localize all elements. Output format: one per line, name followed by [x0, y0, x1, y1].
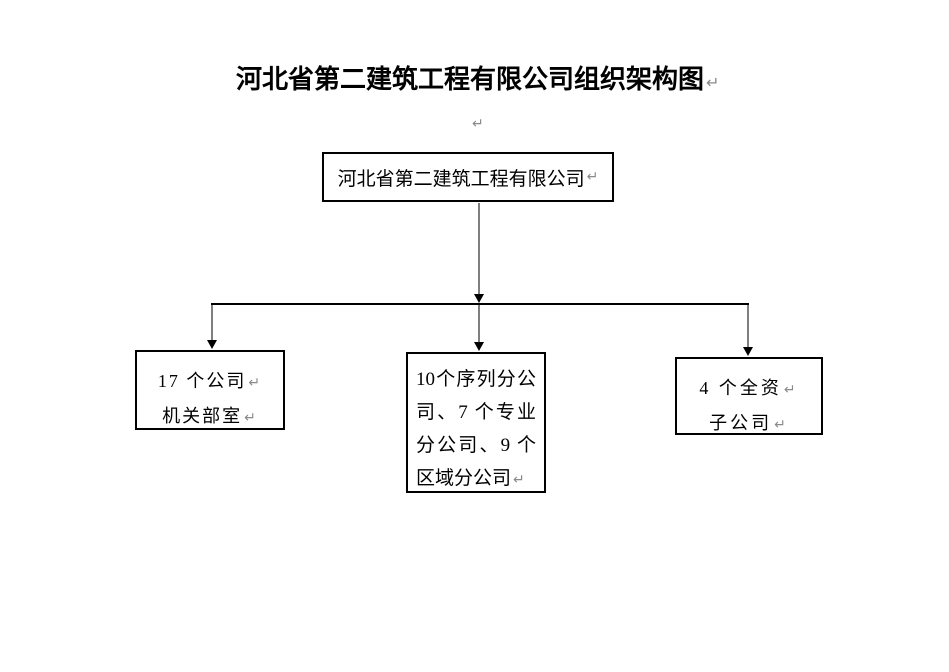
org-box-line: 10个序列分公 — [416, 369, 536, 390]
connector-left-shaft — [211, 305, 213, 340]
org-box-line: 17 个公司↵ — [137, 365, 283, 400]
org-box-company-offices: 17 个公司↵ 机关部室↵ — [135, 350, 285, 430]
org-box-line: 4 个全资↵ — [677, 372, 821, 407]
connector-right-shaft — [747, 305, 749, 347]
paragraph-mark-icon: ↵ — [513, 472, 525, 488]
connector-horizontal-line — [211, 303, 749, 305]
org-box-line-text: 4 个全资 — [699, 378, 782, 398]
paragraph-mark-icon: ↵ — [248, 375, 263, 391]
org-box-subsidiaries: 4 个全资↵ 子公司↵ — [675, 357, 823, 435]
chart-title-text: 河北省第二建筑工程有限公司组织架构图 — [236, 65, 705, 94]
org-box-line-text: 区域分公司 — [416, 468, 512, 489]
org-root-label: 河北省第二建筑工程有限公司 — [337, 168, 585, 190]
org-box-line-text: 机关部室 — [162, 406, 243, 426]
arrowhead-down-icon — [743, 347, 753, 356]
org-box-line: 机关部室↵ — [137, 400, 283, 435]
paragraph-mark-icon: ↵ — [706, 73, 720, 92]
connector-root-shaft — [478, 203, 480, 295]
org-box-line: 区域分公司↵ — [416, 462, 536, 497]
chart-title: 河北省第二建筑工程有限公司组织架构图↵ — [236, 62, 719, 101]
paragraph-mark-icon: ↵ — [783, 382, 799, 398]
org-box-line: 分公司、9 个 — [416, 435, 536, 456]
org-box-line-text: 子公司 — [709, 413, 773, 433]
paragraph-mark-icon: ↵ — [774, 417, 789, 433]
org-box-line: 司、7 个专业 — [416, 402, 536, 423]
org-box-branch-companies: 10个序列分公 司、7 个专业 分公司、9 个 区域分公司↵ — [406, 352, 546, 493]
arrowhead-down-icon — [474, 342, 484, 351]
paragraph-mark-icon: ↵ — [472, 116, 484, 132]
connector-middle-shaft — [478, 305, 480, 342]
paragraph-mark-icon: ↵ — [586, 169, 599, 185]
arrowhead-down-icon — [207, 340, 217, 349]
org-box-line-text: 17 个公司 — [157, 371, 247, 391]
org-root-box: 河北省第二建筑工程有限公司↵ — [322, 152, 614, 202]
org-box-line: 子公司↵ — [677, 407, 821, 442]
arrowhead-down-icon — [474, 294, 484, 303]
paragraph-mark-icon: ↵ — [244, 410, 258, 426]
